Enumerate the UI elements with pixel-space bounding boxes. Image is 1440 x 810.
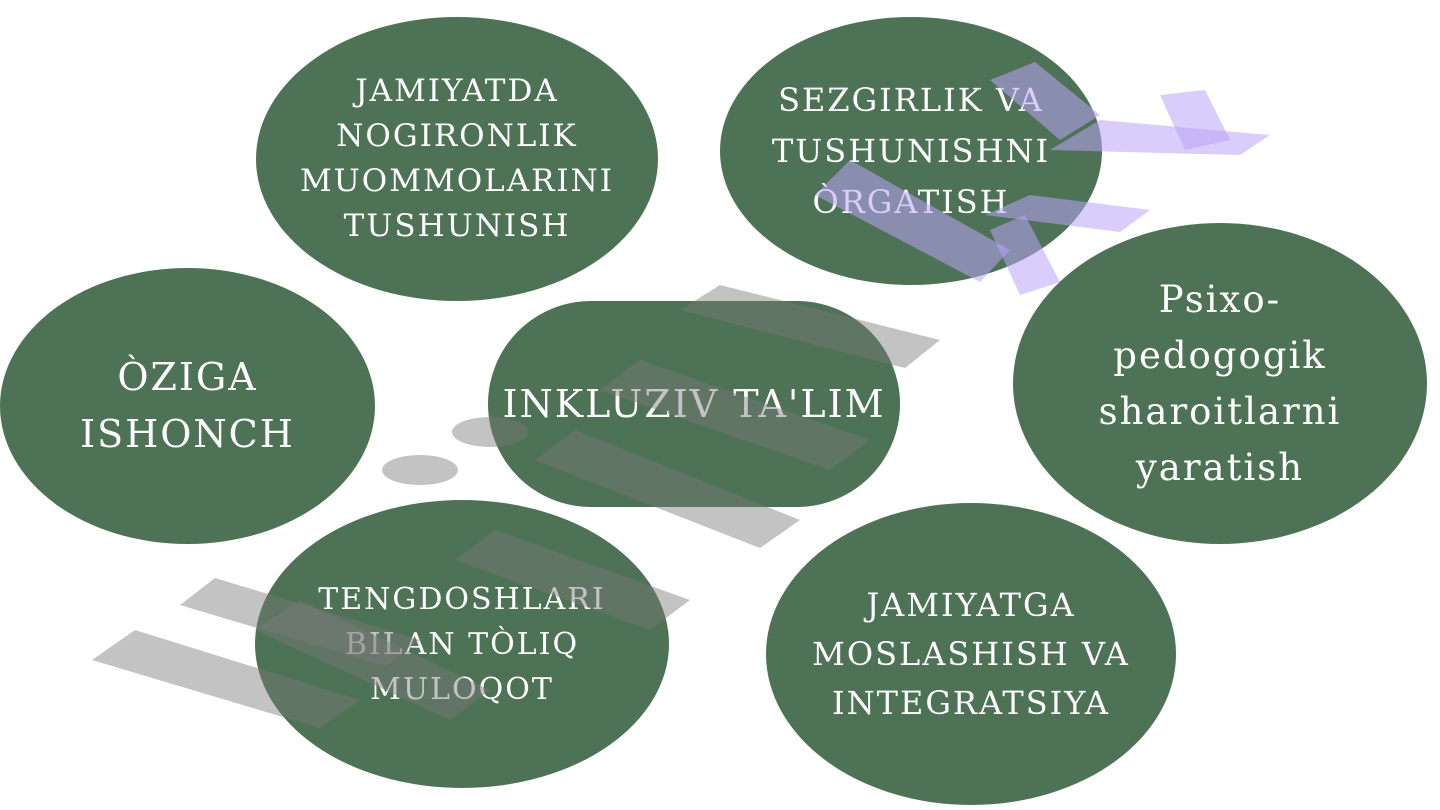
bubble-line: JAMIYATDA	[355, 73, 559, 109]
bubble-line: Psixo-	[1158, 277, 1282, 321]
bubble-sezgirlik: SEZGIRLIK VA TUSHUNISHNI ÒRGATISH	[720, 17, 1102, 285]
bubble-line: JAMIYATGA	[866, 585, 1076, 624]
bubble-line: ÒZIGA	[117, 355, 258, 399]
bubble-line: MULOQOT	[370, 671, 554, 707]
bubble-line: INTEGRATSIYA	[831, 683, 1110, 722]
center-label: INKLUZIV TA'LIM	[502, 382, 886, 426]
bubble-psixo-pedogogik: Psixo- pedogogik sharoitlarni yaratish	[1013, 223, 1427, 544]
bubble-line: TUSHUNISHNI	[771, 131, 1051, 170]
bubble-line: MOSLASHISH VA	[812, 634, 1130, 673]
bubble-line: BILAN TÒLIQ	[344, 626, 580, 662]
bubble-line: pedogogik	[1113, 333, 1327, 377]
bubble-jamiyatda-nogironlik: JAMIYATDA NOGIRONLIK MUOMMOLARINI TUSHUN…	[256, 17, 658, 301]
bubble-line: ISHONCH	[80, 412, 295, 456]
center-node-inkluziv-talim: INKLUZIV TA'LIM	[488, 301, 900, 507]
bubble-tengdoshlari: TENGDOSHLARI BILAN TÒLIQ MULOQOT	[255, 500, 669, 788]
bubble-line: MUOMMOLARINI	[299, 163, 615, 199]
bubble-oziga-ishonch: ÒZIGA ISHONCH	[0, 268, 375, 544]
bubble-line: ÒRGATISH	[812, 182, 1010, 221]
bubble-line: TUSHUNISH	[343, 208, 571, 244]
bubble-line: NOGIRONLIK	[336, 118, 578, 154]
bubble-line: sharoitlarni	[1098, 389, 1342, 433]
bubble-line: TENGDOSHLARI	[318, 581, 606, 617]
bubble-jamiyatga-moslashish: JAMIYATGA MOSLASHISH VA INTEGRATSIYA	[766, 503, 1176, 805]
bubble-line: SEZGIRLIK VA	[778, 80, 1044, 119]
bubble-line: yaratish	[1135, 445, 1305, 489]
